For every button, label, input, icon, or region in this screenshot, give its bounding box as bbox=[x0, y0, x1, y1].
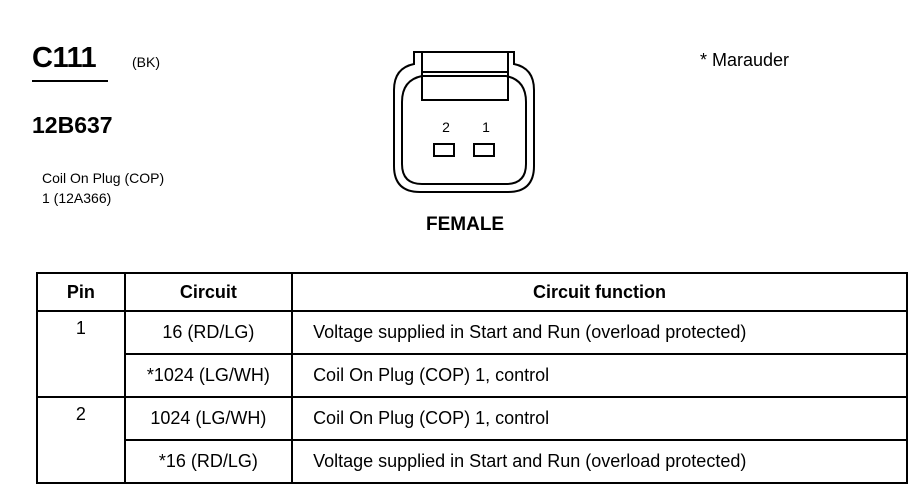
component-description: Coil On Plug (COP) bbox=[42, 170, 165, 186]
marauder-note: * Marauder bbox=[700, 50, 790, 70]
part-number: 12B637 bbox=[32, 112, 113, 138]
connector-inner-shell bbox=[401, 75, 527, 185]
table-row: 1 16 (RD/LG) Voltage supplied in Start a… bbox=[36, 310, 908, 355]
circuit-cell: *1024 (LG/WH) bbox=[123, 353, 294, 398]
circuit-cell: 16 (RD/LG) bbox=[123, 310, 294, 355]
pin-cell bbox=[36, 354, 126, 398]
terminal-cavity-1 bbox=[473, 143, 495, 157]
pin-label-1: 1 bbox=[482, 119, 490, 135]
table-row: *16 (RD/LG) Voltage supplied in Start an… bbox=[36, 439, 908, 484]
connector-id-underline bbox=[32, 80, 108, 82]
pin-label-2: 2 bbox=[442, 119, 450, 135]
pin-cell bbox=[36, 440, 126, 484]
pin-cell: 1 bbox=[36, 310, 126, 354]
header-pin: Pin bbox=[36, 272, 126, 312]
table-row: 2 1024 (LG/WH) Coil On Plug (COP) 1, con… bbox=[36, 396, 908, 441]
function-cell: Voltage supplied in Start and Run (overl… bbox=[291, 439, 908, 484]
connector-id: C111 bbox=[32, 42, 97, 74]
table-header-row: Pin Circuit Circuit function bbox=[36, 272, 908, 312]
color-code: (BK) bbox=[132, 54, 160, 70]
header-function: Circuit function bbox=[291, 272, 908, 312]
terminal-cavity-2 bbox=[433, 143, 455, 157]
connector-face-diagram: 2 1 bbox=[393, 51, 535, 193]
header-circuit: Circuit bbox=[123, 272, 294, 312]
component-description-2: 1 (12A366) bbox=[42, 190, 112, 206]
circuit-cell: 1024 (LG/WH) bbox=[123, 396, 294, 441]
function-cell: Coil On Plug (COP) 1, control bbox=[291, 396, 908, 441]
connector-outer-shell bbox=[393, 51, 535, 193]
pin-cell: 2 bbox=[36, 396, 126, 440]
connector-locking-tab bbox=[421, 51, 509, 101]
circuit-cell: *16 (RD/LG) bbox=[123, 439, 294, 484]
function-cell: Coil On Plug (COP) 1, control bbox=[291, 353, 908, 398]
pin-table: Pin Circuit Circuit function 1 16 (RD/LG… bbox=[36, 272, 908, 484]
table-row: *1024 (LG/WH) Coil On Plug (COP) 1, cont… bbox=[36, 353, 908, 398]
connector-gender: FEMALE bbox=[426, 214, 505, 235]
function-cell: Voltage supplied in Start and Run (overl… bbox=[291, 310, 908, 355]
